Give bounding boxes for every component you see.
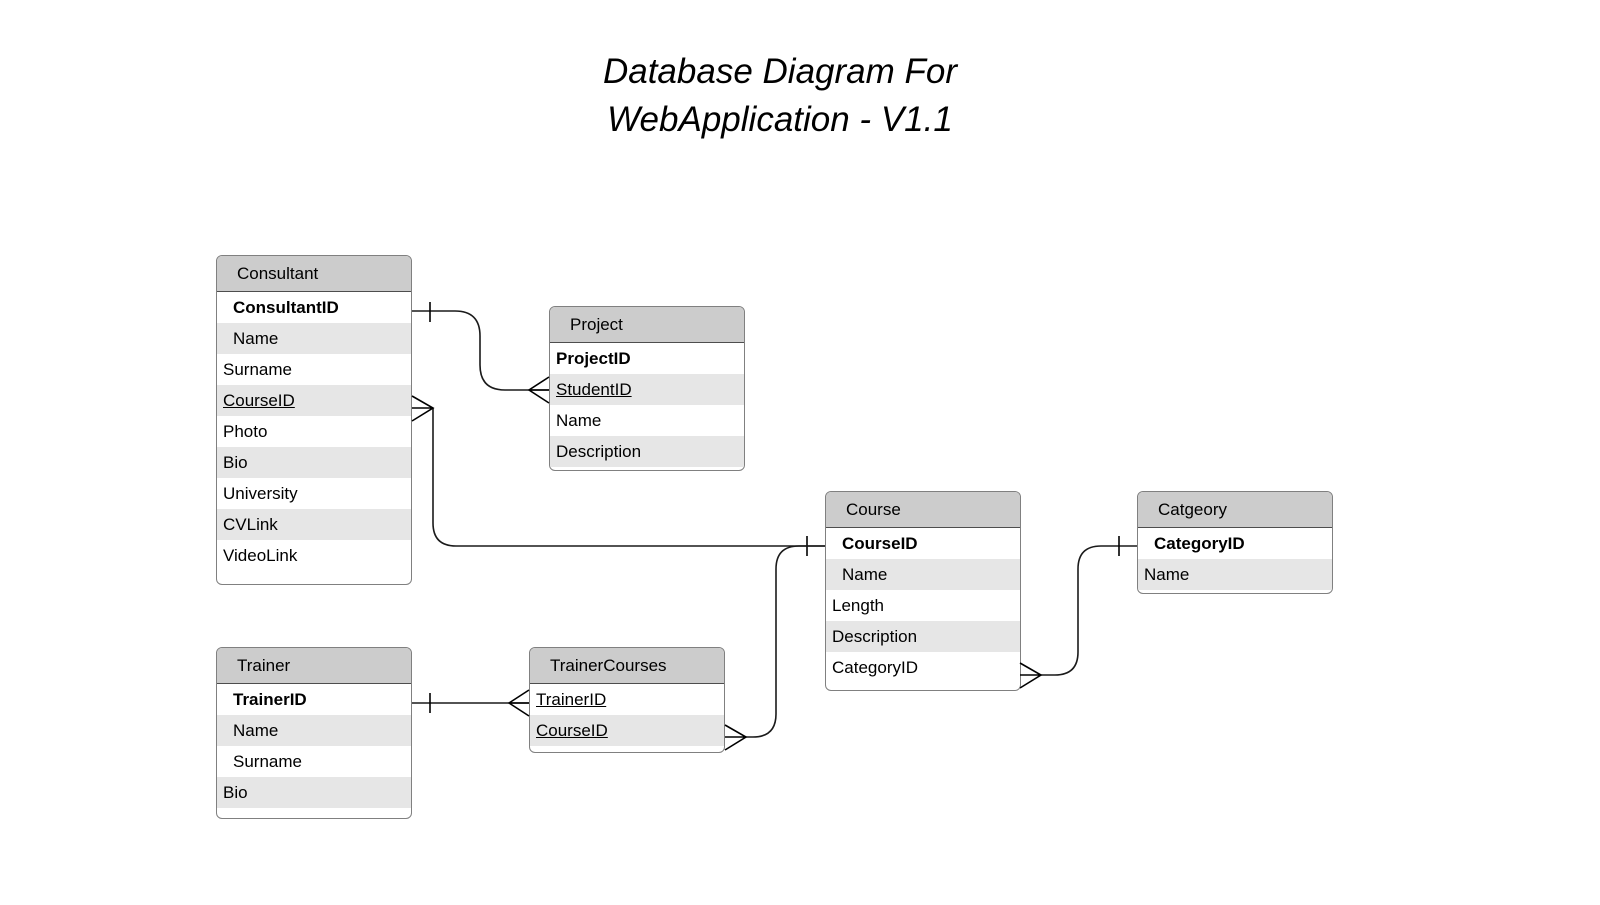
field-course-categoryid[interactable]: CategoryID <box>826 652 1020 683</box>
field-label: Bio <box>223 783 248 802</box>
entity-project[interactable]: Project ProjectID StudentID Name Descrip… <box>549 306 745 471</box>
field-consultant-consultantid[interactable]: ConsultantID <box>217 292 411 323</box>
cardinality-many-crowsfoot <box>411 395 435 422</box>
field-label: VideoLink <box>223 546 298 565</box>
field-consultant-bio[interactable]: Bio <box>217 447 411 478</box>
relationship-course-catgeory <box>1019 536 1137 689</box>
field-label: Photo <box>223 422 268 441</box>
field-label: StudentID <box>556 380 632 399</box>
field-consultant-university[interactable]: University <box>217 478 411 509</box>
field-label: ConsultantID <box>233 298 339 317</box>
cardinality-many-crowsfoot <box>1019 662 1043 689</box>
entity-consultant-title: Consultant <box>217 256 411 292</box>
entity-course-title: Course <box>826 492 1020 528</box>
field-label: CourseID <box>536 721 608 740</box>
entity-catgeory-title: Catgeory <box>1138 492 1332 528</box>
field-project-name[interactable]: Name <box>550 405 744 436</box>
field-label: Name <box>842 565 888 584</box>
field-trainer-bio[interactable]: Bio <box>217 777 411 808</box>
field-label: ProjectID <box>556 349 631 368</box>
field-catgeory-categoryid[interactable]: CategoryID <box>1138 528 1332 559</box>
field-label: CourseID <box>223 391 295 410</box>
cardinality-many-crowsfoot <box>724 724 748 751</box>
entity-consultant[interactable]: Consultant ConsultantID Name Surname Cou… <box>216 255 412 585</box>
entity-trainer[interactable]: Trainer TrainerID Name Surname Bio <box>216 647 412 819</box>
field-project-studentid[interactable]: StudentID <box>550 374 744 405</box>
field-trainer-trainerid[interactable]: TrainerID <box>217 684 411 715</box>
field-trainercourses-trainerid[interactable]: TrainerID <box>530 684 724 715</box>
entity-project-title: Project <box>550 307 744 343</box>
field-consultant-name[interactable]: Name <box>217 323 411 354</box>
field-label: Surname <box>233 752 302 771</box>
field-label: Name <box>556 411 602 430</box>
entity-trainercourses-title: TrainerCourses <box>530 648 724 684</box>
field-label: TrainerID <box>536 690 607 709</box>
field-label: Length <box>832 596 884 615</box>
field-project-description[interactable]: Description <box>550 436 744 467</box>
cardinality-many-crowsfoot <box>527 376 550 404</box>
field-label: CategoryID <box>1154 534 1245 553</box>
cardinality-many-crowsfoot <box>507 689 530 717</box>
entity-trainer-title: Trainer <box>217 648 411 684</box>
field-label: CVLink <box>223 515 278 534</box>
field-consultant-photo[interactable]: Photo <box>217 416 411 447</box>
field-label: TrainerID <box>233 690 307 709</box>
relationship-trainer-trainercourses <box>412 689 530 717</box>
field-consultant-cvlink[interactable]: CVLink <box>217 509 411 540</box>
entity-catgeory[interactable]: Catgeory CategoryID Name <box>1137 491 1333 594</box>
field-label: Name <box>233 329 279 348</box>
field-course-length[interactable]: Length <box>826 590 1020 621</box>
field-course-courseid[interactable]: CourseID <box>826 528 1020 559</box>
field-label: CourseID <box>842 534 918 553</box>
field-label: Bio <box>223 453 248 472</box>
field-label: University <box>223 484 298 503</box>
field-label: Description <box>556 442 642 461</box>
field-trainer-name[interactable]: Name <box>217 715 411 746</box>
field-label: CategoryID <box>832 658 918 677</box>
field-consultant-courseid[interactable]: CourseID <box>217 385 411 416</box>
field-course-name[interactable]: Name <box>826 559 1020 590</box>
field-label: Name <box>233 721 279 740</box>
entity-trainercourses[interactable]: TrainerCourses TrainerID CourseID <box>529 647 725 753</box>
field-catgeory-name[interactable]: Name <box>1138 559 1332 590</box>
field-trainercourses-courseid[interactable]: CourseID <box>530 715 724 746</box>
field-label: Description <box>832 627 918 646</box>
page-title: Database Diagram For WebApplication - V1… <box>602 52 958 139</box>
relationship-consultant-project <box>412 302 550 404</box>
field-label: Surname <box>223 360 292 379</box>
field-consultant-videolink[interactable]: VideoLink <box>217 540 411 571</box>
field-course-description[interactable]: Description <box>826 621 1020 652</box>
relationship-trainercourses-course <box>724 545 825 751</box>
field-trainer-surname[interactable]: Surname <box>217 746 411 777</box>
entity-course[interactable]: Course CourseID Name Length Description … <box>825 491 1021 691</box>
field-consultant-surname[interactable]: Surname <box>217 354 411 385</box>
field-project-projectid[interactable]: ProjectID <box>550 343 744 374</box>
field-label: Name <box>1144 565 1190 584</box>
